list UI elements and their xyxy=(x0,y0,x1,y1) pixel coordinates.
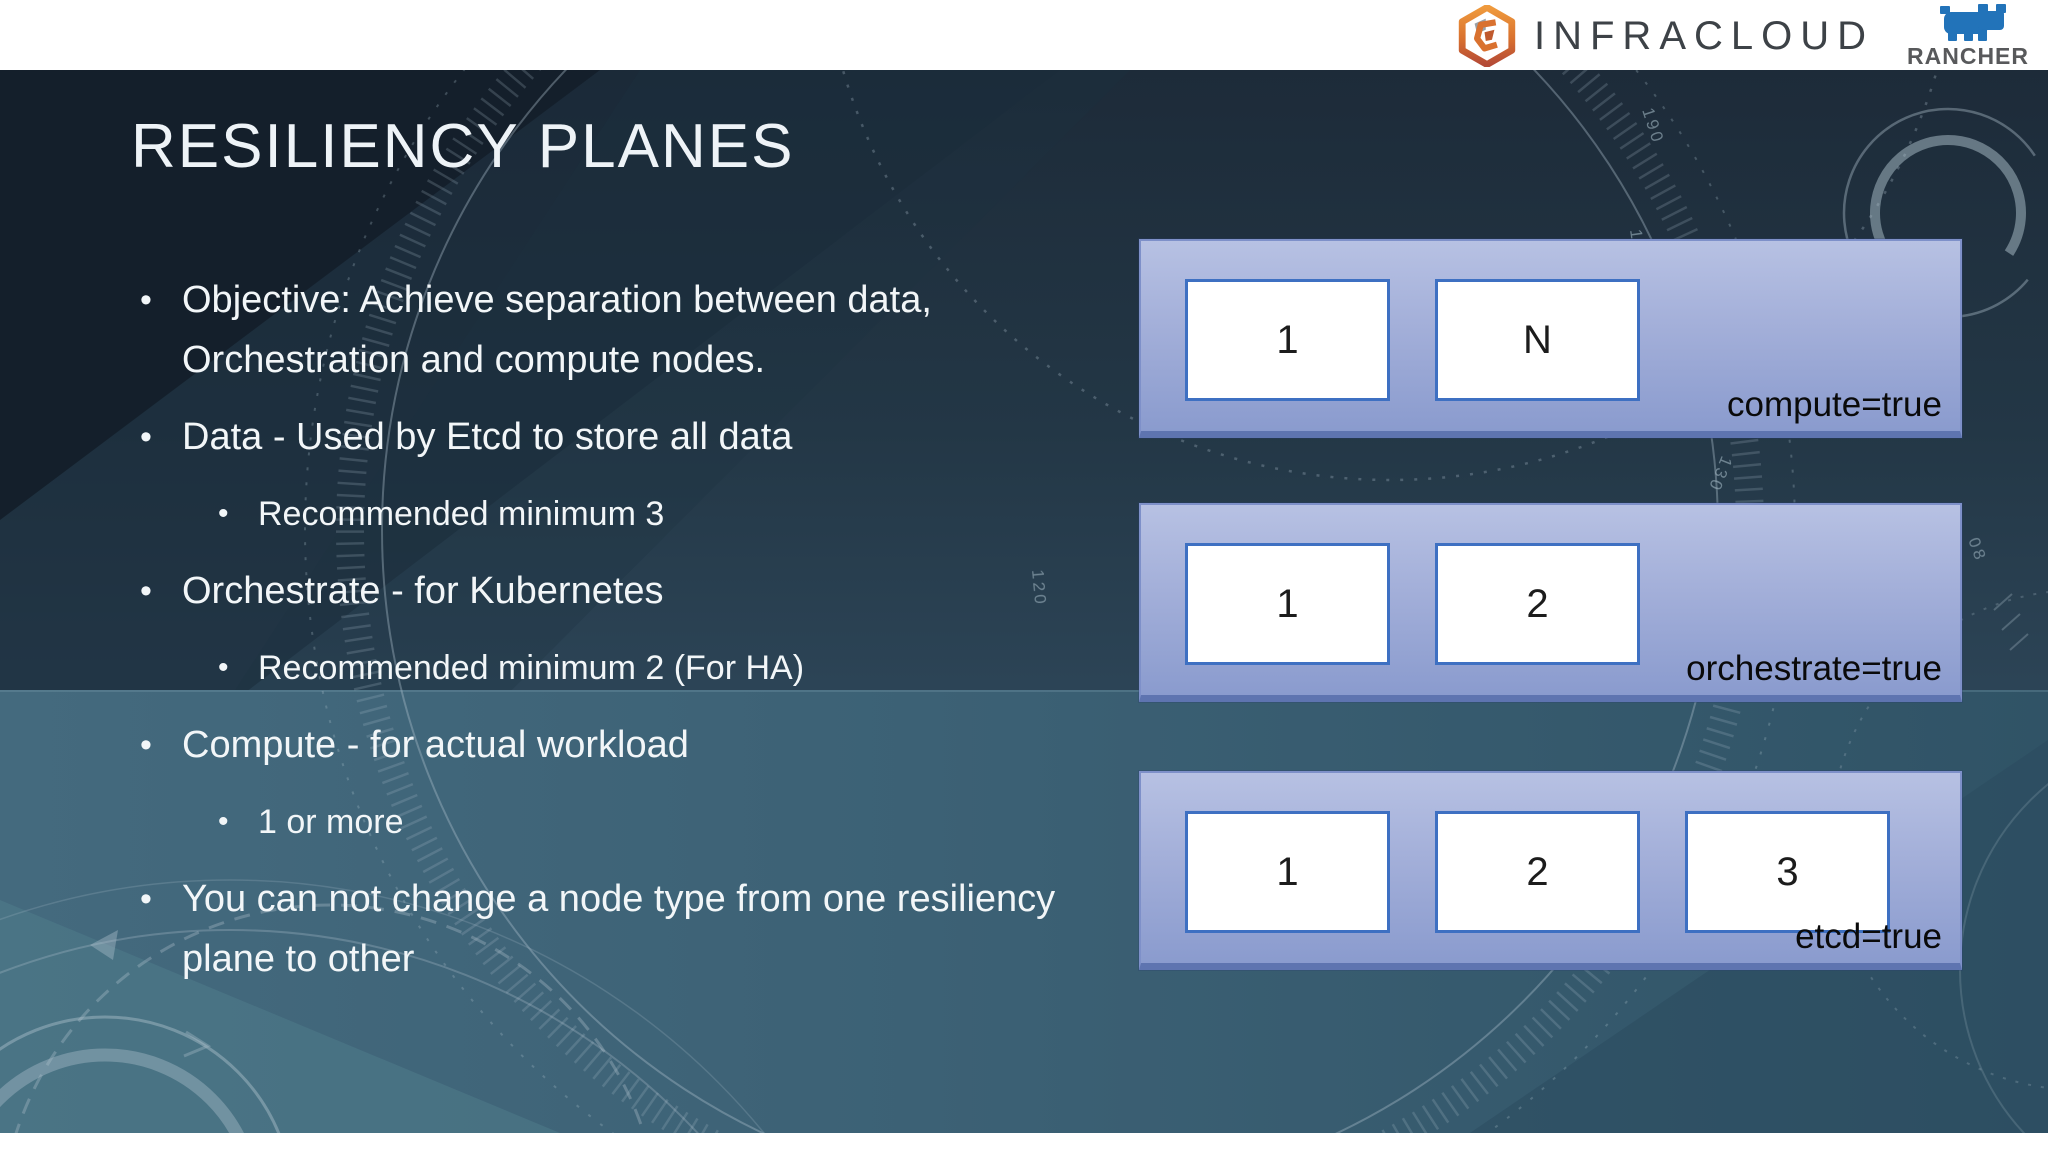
node-box: 2 xyxy=(1435,543,1640,665)
dial-number: 130 xyxy=(1704,454,1736,496)
bullet-item-node-type: You can not change a node type from one … xyxy=(140,869,1070,989)
node-box: 1 xyxy=(1185,811,1390,933)
plane-label-orchestrate: orchestrate=true xyxy=(1686,649,1942,688)
rancher-logo: RANCHER xyxy=(1898,4,2038,69)
resiliency-plane-compute: 1 N compute=true xyxy=(1139,239,1962,438)
bullet-item-data: Data - Used by Etcd to store all data xyxy=(140,407,1070,467)
header-bar: INFRACLOUD RANCHER xyxy=(0,0,2048,70)
infracloud-logo: INFRACLOUD xyxy=(1456,4,1874,68)
node-row: 1 N xyxy=(1185,279,1640,401)
bullet-subitem-compute-minimum: 1 or more xyxy=(218,792,1018,852)
bullet-subitem-orchestrate-minimum: Recommended minimum 2 (For HA) xyxy=(218,638,1018,698)
dial-number: 190 xyxy=(1638,105,1668,146)
node-box: 3 xyxy=(1685,811,1890,933)
node-box: 1 xyxy=(1185,543,1390,665)
node-box: 1 xyxy=(1185,279,1390,401)
plane-label-etcd: etcd=true xyxy=(1795,917,1942,956)
node-box: N xyxy=(1435,279,1640,401)
resiliency-plane-etcd: 1 2 3 etcd=true xyxy=(1139,771,1962,970)
rancher-wordmark: RANCHER xyxy=(1907,43,2029,69)
bullet-subitem-data-minimum: Recommended minimum 3 xyxy=(218,484,1018,544)
bullet-list: Objective: Achieve separation between da… xyxy=(140,270,1070,1006)
resiliency-plane-orchestrate: 1 2 orchestrate=true xyxy=(1139,503,1962,702)
dial-number: 08 xyxy=(1964,535,1990,565)
plane-label-compute: compute=true xyxy=(1727,385,1942,424)
node-row: 1 2 xyxy=(1185,543,1640,665)
infracloud-wordmark: INFRACLOUD xyxy=(1534,13,1875,58)
infracloud-hexagon-icon xyxy=(1458,5,1516,67)
bullet-item-compute: Compute - for actual workload xyxy=(140,715,1070,775)
rancher-bull-icon xyxy=(1940,4,2006,41)
slide-canvas: 190 180 170 130 120 08 RESILIENCY PLANES… xyxy=(0,70,2048,1133)
slide-title: RESILIENCY PLANES xyxy=(131,112,795,181)
bullet-item-objective: Objective: Achieve separation between da… xyxy=(140,270,1070,390)
node-box: 2 xyxy=(1435,811,1640,933)
node-row: 1 2 3 xyxy=(1185,811,1890,933)
bullet-item-orchestrate: Orchestrate - for Kubernetes xyxy=(140,561,1070,621)
